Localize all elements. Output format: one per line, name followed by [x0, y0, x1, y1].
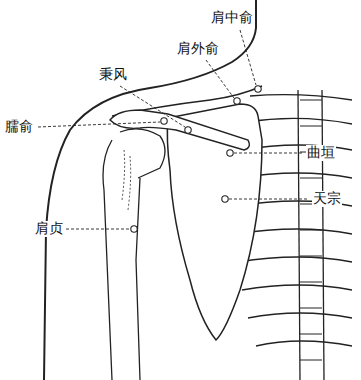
- acupoint-label: 臑俞: [4, 119, 34, 135]
- acupoint-label: 天宗: [312, 191, 342, 207]
- acupoint-label: 肩贞: [34, 221, 64, 237]
- acupoint-label: 肩外俞: [176, 41, 220, 57]
- acupoint-label: 曲垣: [306, 145, 336, 161]
- acupoint-label: 秉风: [98, 67, 128, 83]
- acupoint-label: 肩中俞: [210, 10, 254, 26]
